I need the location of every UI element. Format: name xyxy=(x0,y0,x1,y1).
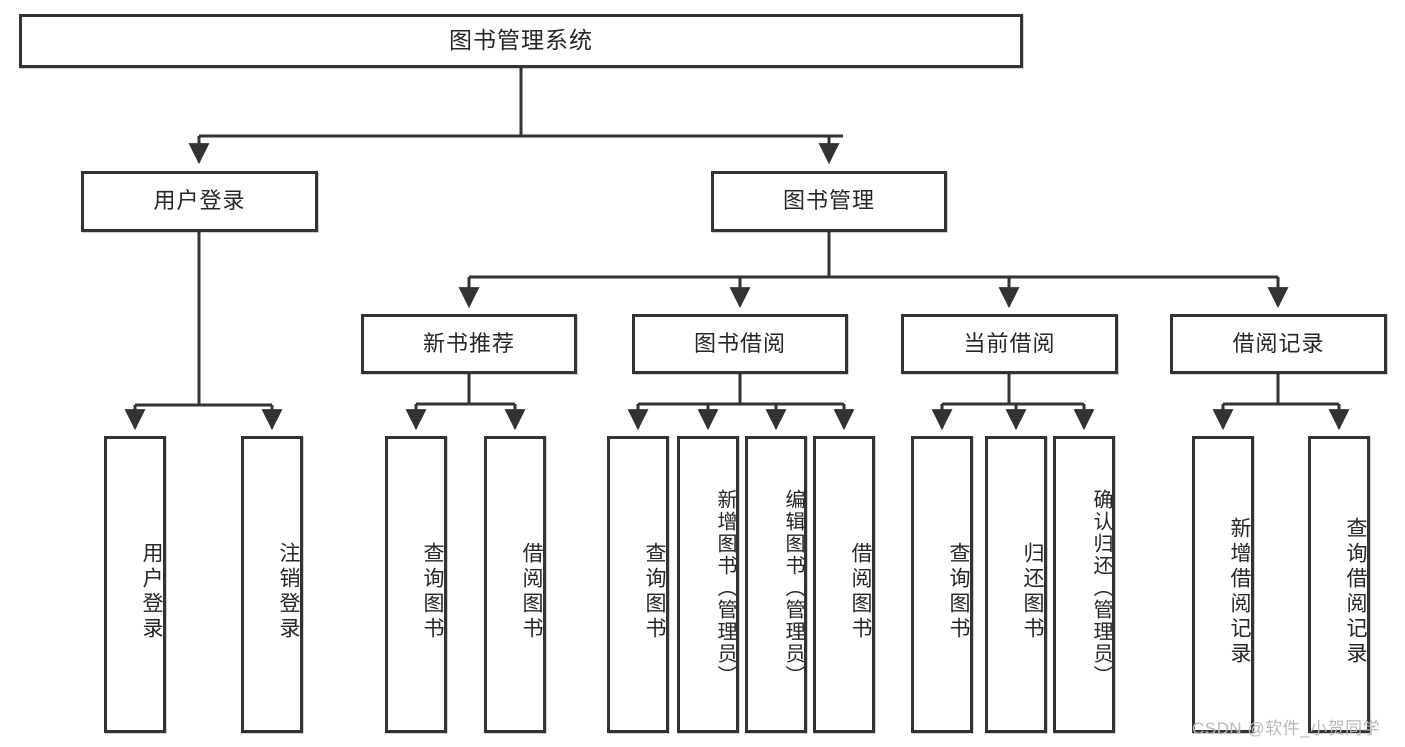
leaf-borrow-book-recommend[interactable]: 借阅图书 xyxy=(484,436,546,733)
leaf-add-borrow-record[interactable]: 新增借阅记录 xyxy=(1192,436,1254,733)
node-book-borrow[interactable]: 图书借阅 xyxy=(632,314,848,374)
leaf-query-book-recommend[interactable]: 查询图书 xyxy=(385,436,447,733)
leaf-confirm-return-admin[interactable]: 确认归还（管理员） xyxy=(1053,436,1115,733)
leaf-add-book-admin[interactable]: 新增图书（管理员） xyxy=(677,436,739,733)
csdn-watermark: CSDN @软件_小贺同学 xyxy=(1192,719,1381,738)
leaf-query-book-current[interactable]: 查询图书 xyxy=(911,436,973,733)
node-borrow-record[interactable]: 借阅记录 xyxy=(1170,314,1387,374)
node-root-system[interactable]: 图书管理系统 xyxy=(19,14,1023,68)
node-new-book-recommend[interactable]: 新书推荐 xyxy=(361,314,577,374)
leaf-edit-book-admin[interactable]: 编辑图书（管理员） xyxy=(745,436,807,733)
leaf-user-login[interactable]: 用户登录 xyxy=(104,436,166,733)
leaf-query-book-borrow[interactable]: 查询图书 xyxy=(607,436,669,733)
node-current-borrow[interactable]: 当前借阅 xyxy=(901,314,1118,374)
leaf-borrow-book[interactable]: 借阅图书 xyxy=(813,436,875,733)
leaf-logout[interactable]: 注销登录 xyxy=(241,436,303,733)
leaf-query-borrow-record[interactable]: 查询借阅记录 xyxy=(1308,436,1370,733)
node-book-management[interactable]: 图书管理 xyxy=(711,171,947,232)
leaf-return-book[interactable]: 归还图书 xyxy=(985,436,1047,733)
node-user-login[interactable]: 用户登录 xyxy=(81,171,318,232)
